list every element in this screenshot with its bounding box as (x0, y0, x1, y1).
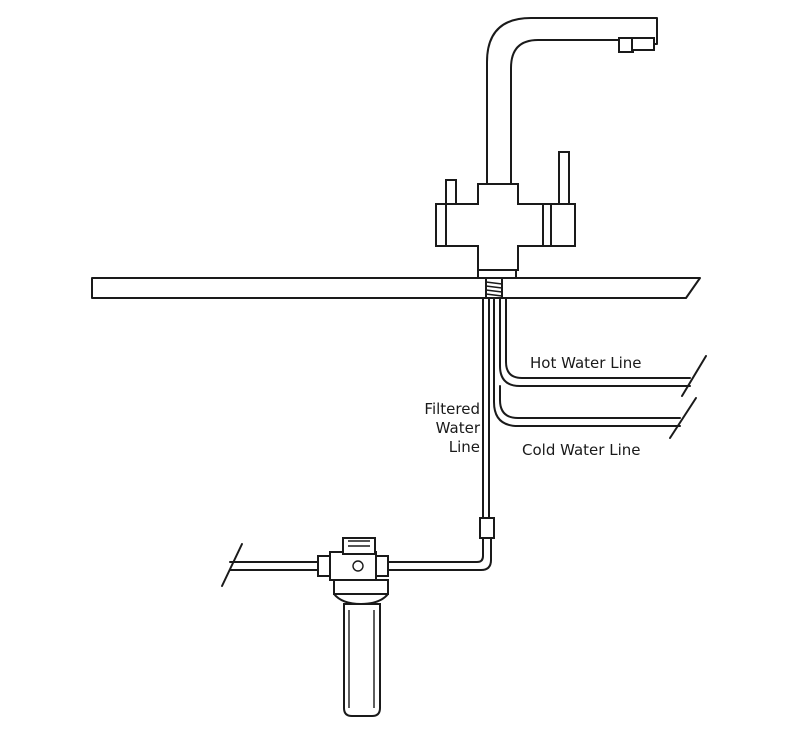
faucet (435, 17, 658, 279)
filtered-water-line-label-2: Water (436, 419, 481, 437)
filtered-water-line-label-1: Filtered (424, 400, 480, 418)
cold-water-line-label: Cold Water Line (522, 441, 640, 459)
water-filter (317, 537, 389, 717)
countertop (91, 277, 701, 299)
filtered-water-pipe (387, 297, 495, 571)
inlet-supply-pipe (221, 543, 323, 587)
threaded-shank (485, 277, 503, 299)
hot-water-pipe (499, 297, 707, 397)
hot-water-line-label: Hot Water Line (530, 354, 641, 372)
filtered-water-line-label-3: Line (449, 438, 480, 456)
cold-water-pipe (493, 297, 697, 439)
